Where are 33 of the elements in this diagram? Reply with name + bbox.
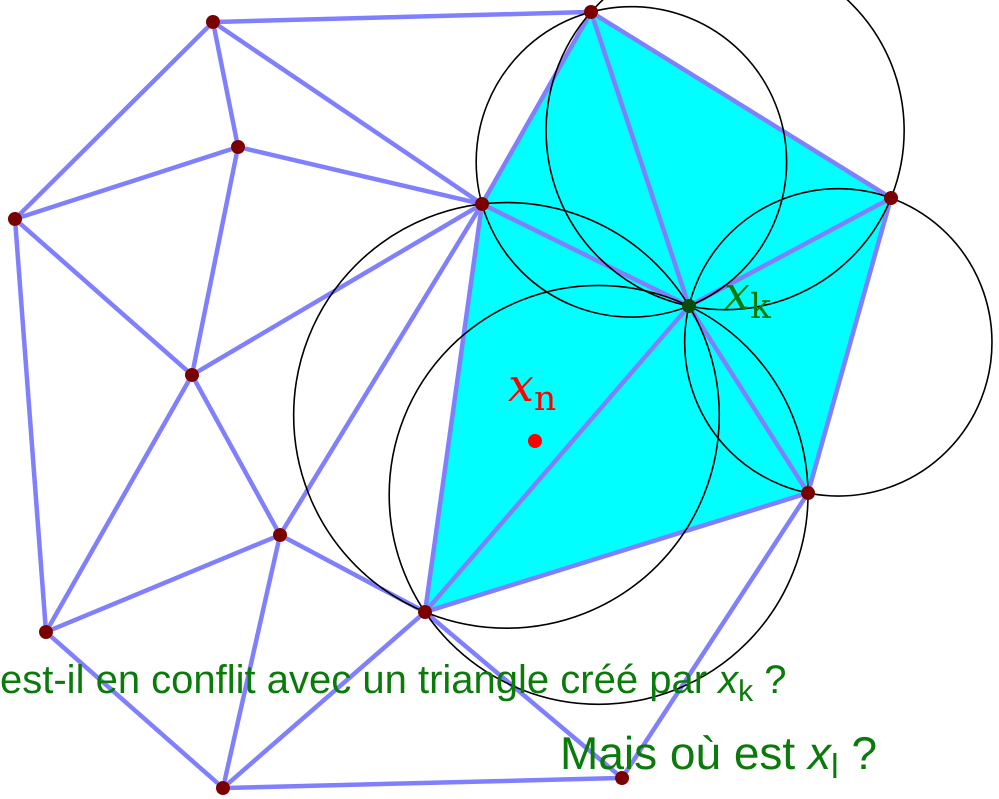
triangle-edge bbox=[690, 310, 806, 488]
triangle-edge bbox=[424, 210, 484, 606]
triangle-edge bbox=[484, 16, 590, 200]
triangle-edge bbox=[18, 25, 210, 216]
triangle-edge bbox=[230, 776, 616, 790]
triangle-edge bbox=[18, 222, 188, 372]
triangle-edge bbox=[428, 310, 686, 608]
triangle-edge bbox=[196, 206, 478, 374]
point-label: x$_{n}$ bbox=[508, 362, 556, 408]
triangle-edge bbox=[222, 541, 281, 782]
triangle-edge bbox=[218, 24, 478, 202]
question-text: Mais où est x$_{l}$ ? bbox=[560, 730, 878, 776]
triangle-edge bbox=[191, 153, 239, 369]
triangle-edge bbox=[487, 205, 684, 305]
triangle-edge bbox=[285, 536, 420, 611]
triangle-edge bbox=[226, 614, 422, 786]
triangle-edge bbox=[808, 204, 892, 487]
triangle-edge bbox=[694, 199, 886, 305]
triangle-edge bbox=[591, 18, 689, 300]
triangle-edge bbox=[50, 634, 220, 786]
triangle-edge bbox=[52, 536, 274, 632]
triangle-edge bbox=[13, 226, 48, 626]
triangle-edge bbox=[431, 492, 802, 612]
triangle-edge bbox=[220, 10, 584, 24]
triangle-edge bbox=[193, 380, 279, 530]
triangle-edge bbox=[244, 146, 476, 205]
triangle-edge bbox=[48, 380, 190, 628]
triangle-edge bbox=[428, 614, 618, 776]
triangle-edge bbox=[596, 14, 886, 196]
triangle-edge bbox=[20, 147, 232, 219]
triangle-edge bbox=[282, 208, 480, 530]
triangle-edge bbox=[624, 498, 806, 774]
triangle-edge bbox=[212, 28, 239, 141]
